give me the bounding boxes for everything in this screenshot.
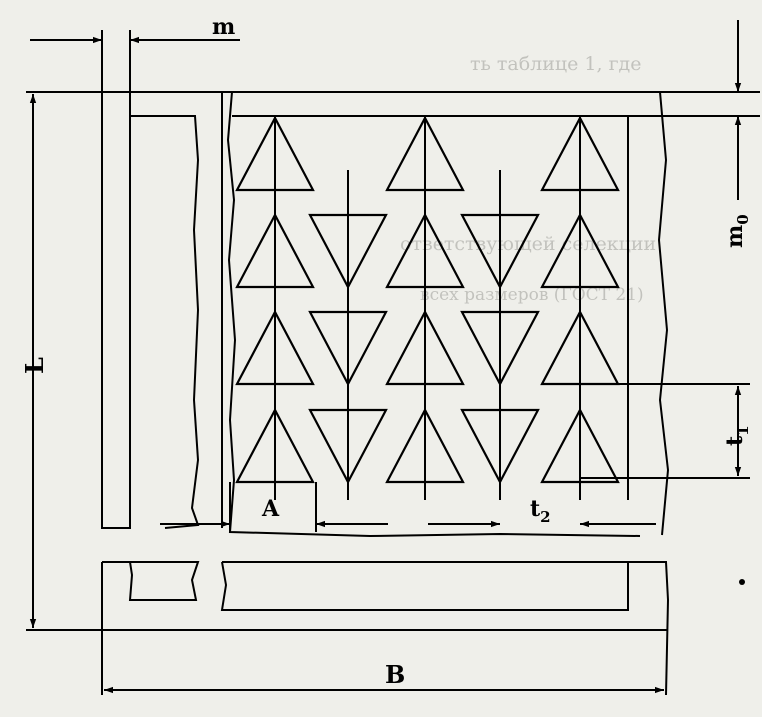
label-L: L xyxy=(20,357,49,374)
label-t2-subscript: 2 xyxy=(540,508,550,526)
triangle-up xyxy=(385,309,465,386)
left-rail-outline xyxy=(101,92,200,529)
bottom-frame-right xyxy=(220,561,670,696)
label-t1: t1 xyxy=(722,425,752,446)
panel-right-break xyxy=(657,91,670,536)
label-m0-subscript: 0 xyxy=(734,214,752,224)
triangle-up xyxy=(385,115,465,192)
triangle-up xyxy=(235,115,315,192)
drawing-lines xyxy=(26,91,760,696)
dimension-m xyxy=(30,30,240,92)
triangle-down xyxy=(460,310,540,387)
bottom-frame-left xyxy=(101,561,200,695)
label-t2: t2 xyxy=(530,496,551,526)
triangle-up xyxy=(385,407,465,484)
triangle-up xyxy=(540,115,620,192)
triangle-down xyxy=(460,213,540,290)
label-A: A xyxy=(261,496,280,522)
triangle-up xyxy=(385,212,465,289)
label-m0-base: m0 xyxy=(722,214,752,248)
ghost-line-3: всех размеров (ГОСТ 21) xyxy=(420,285,644,305)
triangle-up xyxy=(540,407,620,484)
label-m: m xyxy=(212,14,235,40)
background-show-through: ть таблице 1, где ответствующей селекции… xyxy=(400,53,656,305)
triangle-down xyxy=(308,213,388,290)
label-B: B xyxy=(385,660,405,689)
triangles-pointing-down xyxy=(308,213,540,485)
ghost-line-1: ть таблице 1, где xyxy=(470,53,641,75)
ghost-line-2: ответствующей селекции xyxy=(400,233,656,255)
label-t1-subscript: 1 xyxy=(734,425,752,435)
triangle-up xyxy=(235,309,315,386)
triangle-up xyxy=(235,212,315,289)
triangle-up xyxy=(235,407,315,484)
label-t1-base: t1 xyxy=(722,425,752,446)
triangle-up xyxy=(540,212,620,289)
triangle-down xyxy=(460,408,540,485)
triangle-down xyxy=(308,310,388,387)
triangles-pointing-up xyxy=(235,115,620,484)
dimension-A xyxy=(160,482,388,532)
triangle-down xyxy=(308,408,388,485)
dimension-t1 xyxy=(580,383,750,479)
scan-speck xyxy=(739,579,745,585)
label-m0: m0 xyxy=(722,214,752,248)
